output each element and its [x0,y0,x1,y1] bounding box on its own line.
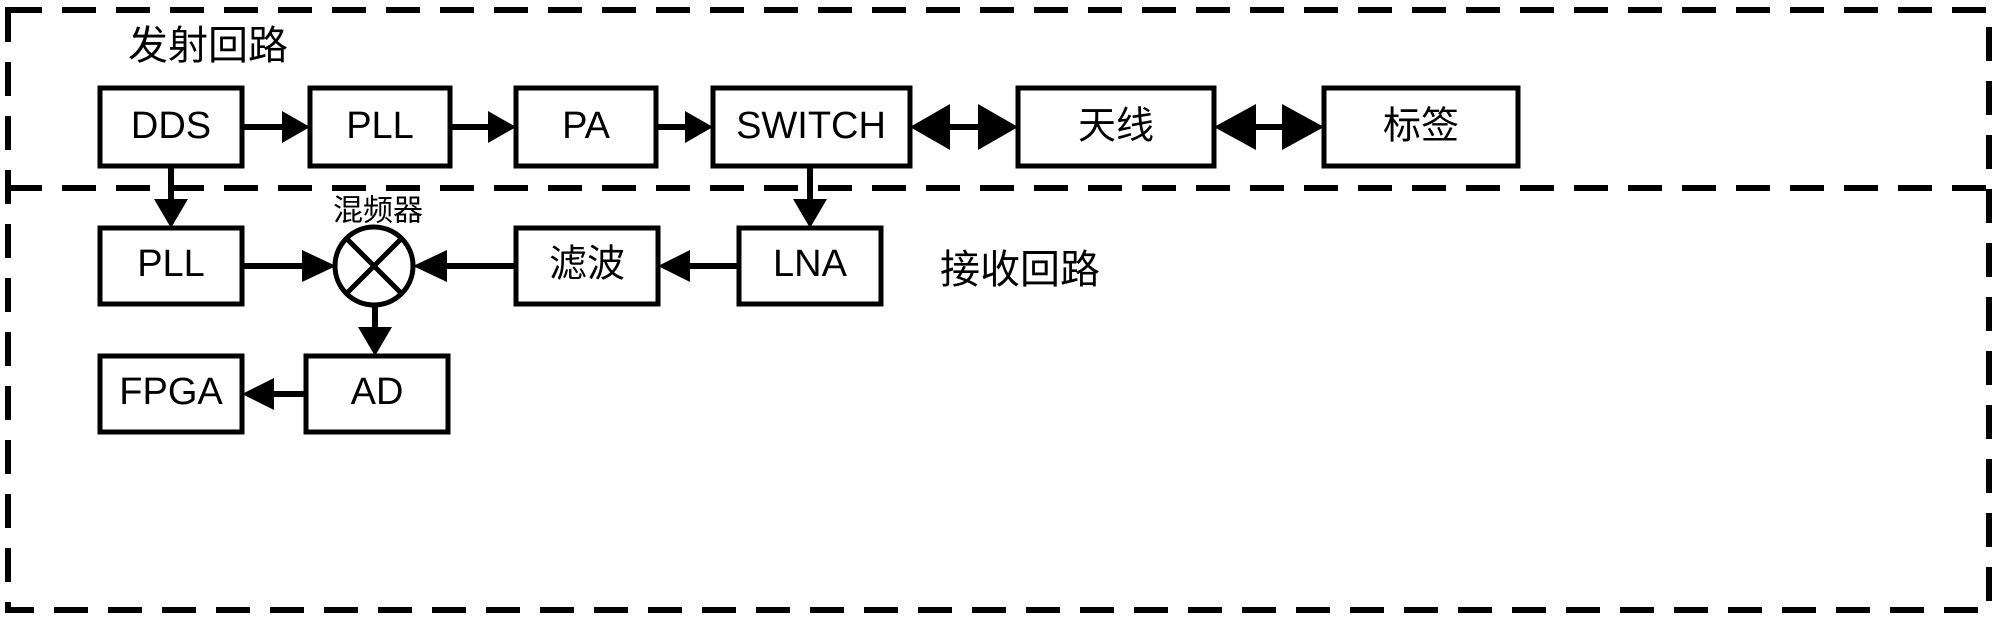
connector-pa-to-switch [656,111,713,143]
connector-pll-transmit-to-pa [450,111,516,143]
block-label-pll-transmit: PLL [346,105,414,147]
mixer-caption-label: 混频器 [333,194,423,229]
connector-mixer-to-ad [358,305,392,356]
connector-lna-to-filter [658,250,739,282]
connector-antenna-to-tag [1214,104,1324,150]
connector-dds-to-pll-receive [154,166,188,228]
block-label-fpga: FPGA [119,371,223,413]
block-label-ad: AD [351,371,404,413]
zone-label-receive: 接收回路 [940,247,1100,293]
block-label-antenna: 天线 [1078,104,1154,148]
block-label-pll-receive: PLL [137,243,205,285]
connector-ad-to-fpga [242,378,306,410]
block-label-dds: DDS [131,105,211,147]
connector-filter-to-mixer [413,250,516,282]
block-label-switch: SWITCH [736,105,886,147]
block-label-lna: LNA [773,243,848,285]
block-fpga[interactable] [97,353,245,435]
connector-pll-receive-to-mixer [242,250,336,282]
connector-switch-to-lna [793,166,827,228]
block-ad[interactable] [303,353,451,435]
zone-label-transmit: 发射回路 [128,23,288,69]
outer-dashed-frame [5,7,1992,613]
block-tag[interactable] [1321,85,1521,169]
connector-switch-to-antenna [910,104,1018,150]
connector-dds-to-pll-transmit [242,111,310,143]
block-label-filter: 滤波 [549,242,625,286]
block-label-tag: 标签 [1383,104,1459,148]
mixer-x-stroke-2 [344,236,404,296]
block-label-pa: PA [562,105,611,147]
